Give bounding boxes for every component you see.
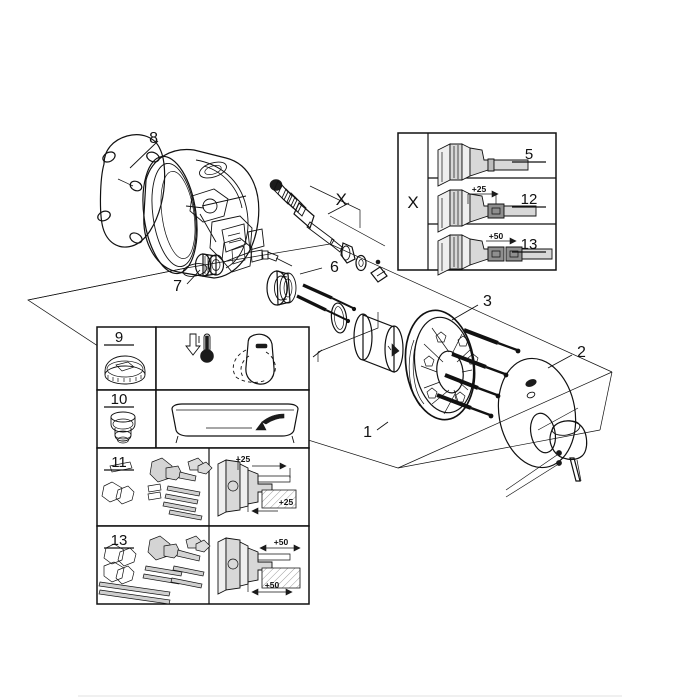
part-check-valve-cartridge xyxy=(194,253,225,277)
variant-row-12: +25 12 xyxy=(437,184,546,233)
variant-panel: X 5 xyxy=(397,132,557,276)
part-thermostatic-spindle xyxy=(269,179,388,283)
info-panel-9-illustration xyxy=(155,326,310,391)
section-view-plus-50: +50 +50 xyxy=(217,537,301,596)
info-panel-9: 9 xyxy=(96,326,157,391)
info-number-11: 11 xyxy=(111,454,127,471)
variant-dim-12: +25 xyxy=(472,184,487,194)
temperature-limiter-cap-icon xyxy=(104,355,146,385)
callout-1: 1 xyxy=(363,424,372,441)
info-number-10: 10 xyxy=(111,391,128,408)
bathtub-icon xyxy=(171,403,299,444)
callout-6: 6 xyxy=(330,259,339,276)
variant-number-13: 13 xyxy=(521,236,538,253)
info-panel-11: 11 xyxy=(96,447,310,527)
callout-8: 8 xyxy=(149,130,158,147)
panel11-dim-bottom: +25 xyxy=(279,497,294,507)
section-view-plus-25: +25 +25 xyxy=(217,454,297,517)
part-screw-set xyxy=(266,270,357,334)
part-gasket-seal xyxy=(97,134,166,248)
flow-restrictor-icon xyxy=(110,411,136,444)
panel13-dim-bottom: +50 xyxy=(265,580,280,590)
extension-kit-parts-25 xyxy=(101,457,213,521)
part-mounting-screws xyxy=(436,328,521,419)
info-panel-10: 10 xyxy=(96,389,157,449)
handle-rotation-icon xyxy=(232,333,276,385)
variant-dim-13: +50 xyxy=(489,231,504,241)
callout-3: 3 xyxy=(483,293,492,310)
part-concealed-valve-body xyxy=(142,148,265,279)
callout-7: 7 xyxy=(173,278,182,295)
callout-x-spindle: X xyxy=(336,190,347,209)
down-arrow-icon xyxy=(185,333,201,356)
info-number-9: 9 xyxy=(115,329,123,346)
part-protective-sleeve xyxy=(317,312,404,373)
panel11-dim-top: +25 xyxy=(236,454,251,464)
variant-panel-group-label: X xyxy=(407,193,418,212)
variant-row-13: +50 13 xyxy=(437,231,553,276)
info-panels: 9 xyxy=(96,326,310,605)
info-panel-13: 13 xyxy=(96,525,310,605)
callout-leaders xyxy=(129,140,573,431)
variant-number-12: 12 xyxy=(521,191,538,208)
part-cartridge-stem-assembly xyxy=(221,237,293,273)
panel13-dim-top: +50 xyxy=(274,537,289,547)
variant-row-5: 5 xyxy=(437,143,546,187)
callout-2: 2 xyxy=(577,344,586,361)
thermometer-icon xyxy=(198,333,214,363)
extension-kit-parts-50 xyxy=(98,535,211,605)
info-panel-10-illustration xyxy=(155,389,310,449)
info-number-13: 13 xyxy=(111,532,128,549)
part-escutcheon-and-lever xyxy=(497,357,588,498)
variant-number-5: 5 xyxy=(525,146,533,163)
